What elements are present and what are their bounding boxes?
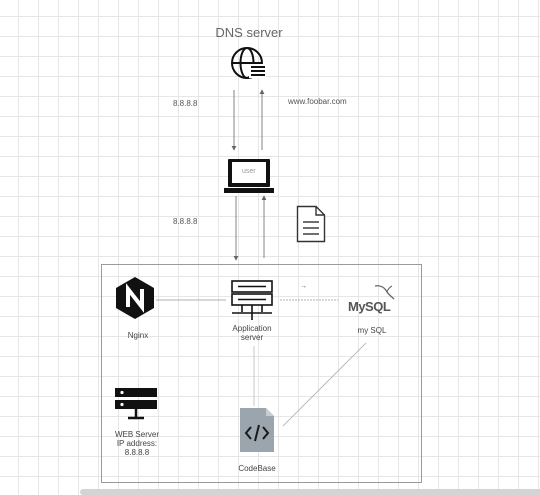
horizontal-scrollbar[interactable] xyxy=(80,489,540,495)
network-server-icon xyxy=(114,387,158,421)
globe-icon xyxy=(230,46,266,80)
server-infrastructure-box xyxy=(101,264,422,483)
codebase-label: CodeBase xyxy=(238,464,276,473)
user-label: user xyxy=(242,168,256,175)
dns-server-title: DNS server xyxy=(215,25,283,40)
web-server-ip: 8.8.8.8 xyxy=(124,448,150,457)
code-file-icon xyxy=(239,407,275,453)
app-server-label: Application server xyxy=(226,324,278,342)
user-ip-label: 8.8.8.8 xyxy=(173,217,198,226)
mysql-label: my SQL xyxy=(357,326,387,335)
arrow-glyph: → xyxy=(300,283,307,290)
mysql-dolphin-icon xyxy=(372,284,396,302)
web-server-label: WEB Server IP address: 8.8.8.8 xyxy=(108,430,166,457)
dns-ip-label: 8.8.8.8 xyxy=(173,99,198,108)
app-server-label-line1: Application xyxy=(232,324,272,333)
domain-label: www.foobar.com xyxy=(288,97,347,106)
web-server-label-line1: WEB Server xyxy=(114,430,159,439)
nginx-label: Nginx xyxy=(127,331,149,340)
web-server-label-line2: IP address: xyxy=(116,439,158,448)
mysql-logo-text: MySQL xyxy=(348,299,391,314)
codebase-to-mysql-line xyxy=(282,342,367,427)
document-icon xyxy=(296,205,326,243)
server-rack-icon[interactable] xyxy=(231,280,273,320)
app-server-label-line2: server xyxy=(240,333,264,342)
laptop-icon[interactable] xyxy=(224,158,274,194)
nginx-logo-icon xyxy=(115,276,155,320)
